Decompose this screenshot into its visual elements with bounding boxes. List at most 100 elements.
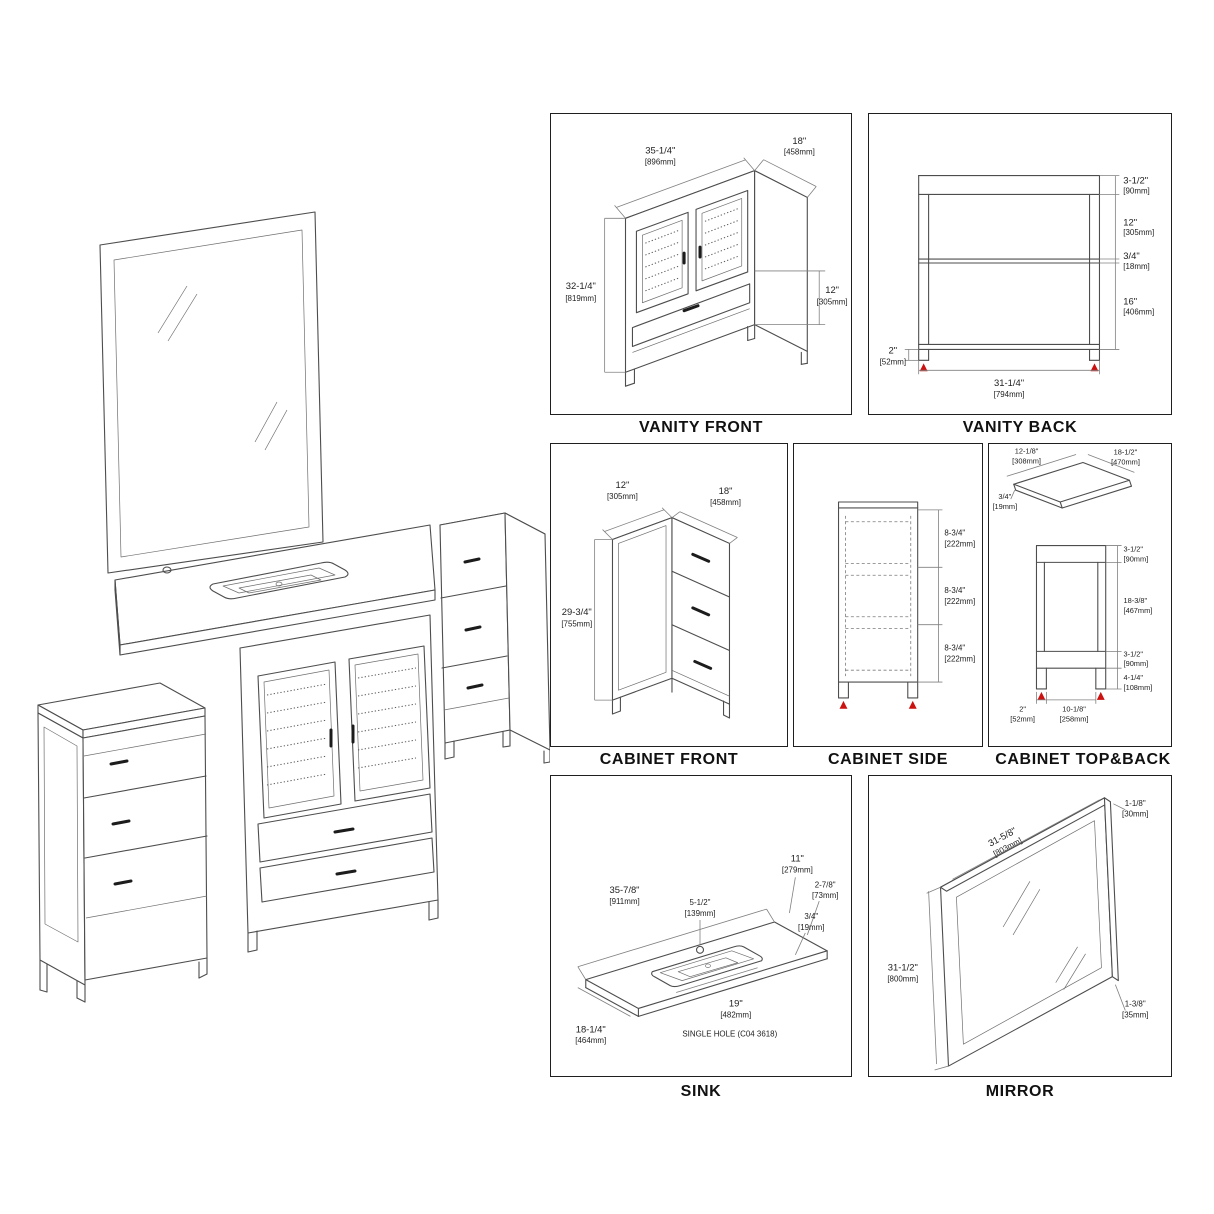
dim-mr-framebottom-in: 1-3/8" [1125,999,1146,1008]
dim-vf-depth-in: 18" [792,135,806,146]
dim-sk-depth-mm: [464mm] [575,1036,606,1045]
vanity-back-frame [918,175,1101,372]
mirror-drawing [99,211,324,574]
dim-cf-height-mm: [755mm] [561,620,592,629]
vanity-front-cabinet [624,170,808,387]
dim-ct-toprail-mm: [90mm] [1124,554,1149,563]
dim-sk-hole-in: 5-1/2" [690,898,711,907]
red-arrow-left-leg [839,700,848,709]
red-arrow-left-leg [919,363,928,372]
vanity-back-drawing: 3-1/2" [90mm] 12" [305mm] 3/4" [18mm] 16… [880,175,1155,400]
cabinet-front-body [611,517,731,719]
dim-mr-height-mm: [800mm] [887,975,918,984]
dim-ct-opening-in: 18-3/8" [1124,596,1148,605]
cabinet-front-drawing: 12" [305mm] 18" [458mm] 29-3/4" [755mm] [561,479,741,719]
sink-note: SINGLE HOLE (C04 3618) [682,1029,777,1038]
dim-ct-topdepth-in: 18-1/2" [1114,448,1138,457]
panel-title-sink: SINK [680,1083,722,1100]
dim-cs-drawer2-mm: [222mm] [944,597,975,606]
dim-cs-drawer2-in: 8-3/4" [944,586,965,595]
panel-title-mirror: MIRROR [985,1083,1055,1100]
vanity-cabinet-drawing [239,614,439,953]
dim-vb-upper-in: 12" [1123,216,1137,227]
dim-vf-height-in: 32-1/4" [566,280,596,291]
red-arrow-right-leg [908,700,917,709]
panel-cabinet-side: 8-3/4" [222mm] 8-3/4" [222mm] 8-3/4" [22… [793,443,983,747]
dim-ct-foot-in: 4-1/4" [1124,673,1144,682]
dim-cf-depth-in: 18" [719,485,733,496]
cabinet-side-drawing: 8-3/4" [222mm] 8-3/4" [222mm] 8-3/4" [22… [837,501,975,709]
dim-ct-bottomrail-mm: [90mm] [1124,659,1149,668]
faucet-hole [162,566,172,574]
dim-ct-toprail-in: 3-1/2" [1124,544,1144,553]
cabinet-side-body [837,501,919,709]
dim-vb-width-in: 31-1/4" [994,377,1024,388]
panel-cabinet-topback: 12-1/8" [308mm] 18-1/2" [470mm] 3/4" [19… [988,443,1172,747]
dim-cf-width-in: 12" [615,479,629,490]
dim-ct-leg-in: 2" [1019,705,1026,714]
panel-title-cabinet-side: CABINET SIDE [827,751,949,768]
dim-ct-foot-mm: [108mm] [1124,683,1153,692]
dim-cs-drawer3-in: 8-3/4" [944,643,965,652]
red-arrow-right-leg [1090,363,1099,372]
panel-vanity-back: 3-1/2" [90mm] 12" [305mm] 3/4" [18mm] 16… [868,113,1172,415]
cabinet-side-dimensions: 8-3/4" [222mm] 8-3/4" [222mm] 8-3/4" [22… [917,509,975,683]
panel-title-vanity-back: VANITY BACK [962,419,1078,436]
dim-vb-lower-mm: [406mm] [1123,308,1154,317]
dim-ct-topdepth-mm: [470mm] [1111,457,1140,466]
dim-sk-thickness-in: 3/4" [804,912,818,921]
red-arrow-right-leg [1096,691,1105,700]
dim-mr-height-in: 31-1/2" [888,962,918,973]
dim-vb-width-mm: [794mm] [994,390,1025,399]
cabinet-top-panel [1013,461,1132,509]
dim-sk-thickness-mm: [19mm] [798,923,824,932]
dim-sk-width-in: 35-7/8" [609,884,639,895]
cabinet-topback-dimensions: 12-1/8" [308mm] 18-1/2" [470mm] 3/4" [19… [992,447,1152,724]
dim-sk-frontledge-in: 2-7/8" [815,880,836,889]
panel-title-cabinet-front: CABINET FRONT [599,751,739,768]
dim-vb-toprail-mm: [90mm] [1123,186,1149,195]
dim-mr-frametop-in: 1-1/8" [1125,799,1146,808]
dim-cf-height-in: 29-3/4" [562,606,592,617]
side-cabinet-left-drawing [37,682,208,1003]
dim-vb-upper-mm: [305mm] [1123,228,1154,237]
dim-sk-hole-mm: [139mm] [685,909,716,918]
panel-mirror: 1-1/8" [30mm] 31-5/8" [803mm] 31-1/2" [8… [868,775,1172,1077]
dim-sk-backledge-mm: [279mm] [782,865,813,874]
cabinet-front-dimensions: 12" [305mm] 18" [458mm] 29-3/4" [755mm] [561,479,741,701]
dim-ct-topwidth-mm: [308mm] [1012,456,1041,465]
dim-sk-basin-in: 19" [729,997,743,1008]
panel-cabinet-front: 12" [305mm] 18" [458mm] 29-3/4" [755mm] [550,443,788,747]
dim-vb-rail-in: 3/4" [1123,250,1139,261]
dim-ct-topwidth-in: 12-1/8" [1015,447,1039,456]
drain [275,581,283,587]
countertop-drawing [114,524,436,656]
cabinet-back-frame [1035,544,1107,700]
vanity-back-dimensions: 3-1/2" [90mm] 12" [305mm] 3/4" [18mm] 16… [880,175,1155,400]
dim-vb-lower-in: 16" [1123,296,1137,307]
dim-vf-drawer-in: 12" [825,284,839,295]
sink-countertop [585,921,828,1017]
panel-sink: 35-7/8" [911mm] 11" [279mm] 2-7/8" [73mm… [550,775,852,1077]
cabinet-topback-drawing: 12-1/8" [308mm] 18-1/2" [470mm] 3/4" [19… [992,447,1152,724]
dim-vf-width-mm: [896mm] [645,158,676,167]
dim-cf-width-mm: [305mm] [607,492,638,501]
panel-vanity-front: 35-1/4" [896mm] 18" [458mm] 32-1/4" [819… [550,113,852,415]
dim-vb-leg-in: 2" [889,344,898,355]
dim-mr-frametop-mm: [30mm] [1122,810,1148,819]
dim-ct-leg-mm: [52mm] [1010,715,1035,724]
dim-vb-toprail-in: 3-1/2" [1123,175,1148,186]
mirror-detail-drawing: 1-1/8" [30mm] 31-5/8" [803mm] 31-1/2" [8… [887,797,1148,1071]
dim-ct-backwidth-mm: [258mm] [1060,715,1089,724]
dim-vf-width-in: 35-1/4" [645,145,675,156]
vanity-front-drawing: 35-1/4" [896mm] 18" [458mm] 32-1/4" [819… [565,135,848,387]
mirror-body [939,797,1119,1067]
dim-sk-frontledge-mm: [73mm] [812,891,838,900]
isometric-assembly-drawing [37,211,550,1003]
vanity-front-dimensions: 35-1/4" [896mm] 18" [458mm] 32-1/4" [819… [565,135,848,373]
dim-sk-width-mm: [911mm] [609,897,639,906]
drain [705,963,711,968]
dim-vf-drawer-mm: [305mm] [817,298,848,307]
dim-sk-backledge-in: 11" [791,852,804,863]
dim-cf-depth-mm: [458mm] [710,498,741,507]
